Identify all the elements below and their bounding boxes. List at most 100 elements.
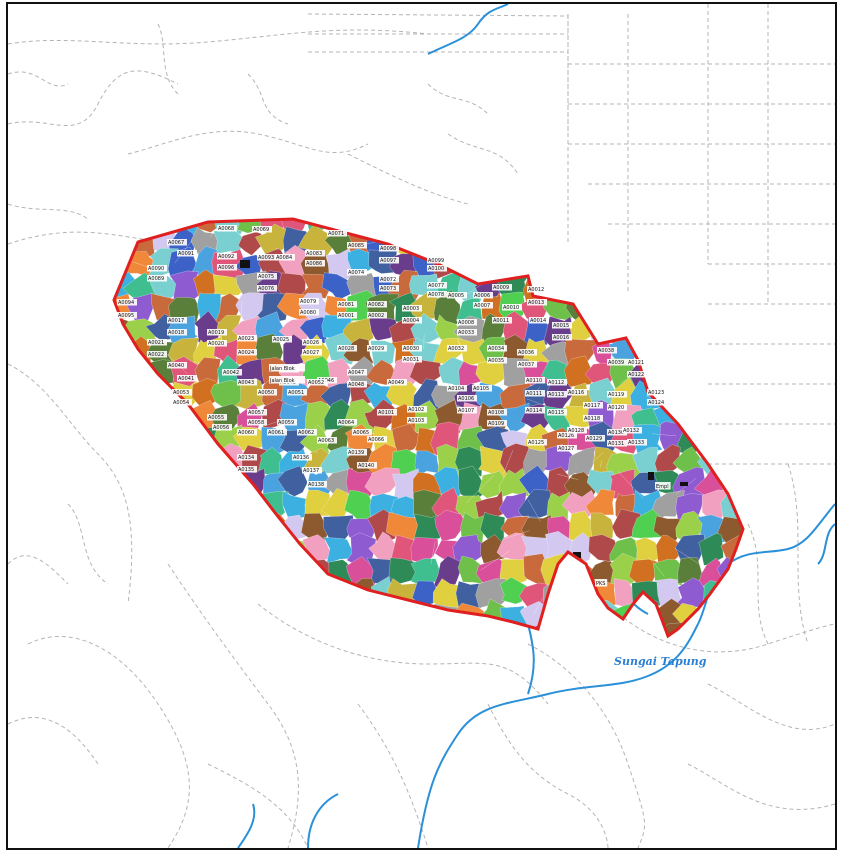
block-label-text: A0068: [218, 226, 234, 232]
block-label-bg: [567, 427, 587, 434]
block-label: A0133: [627, 439, 647, 446]
block-label-text: A0080: [300, 310, 316, 316]
block-label: A0034: [487, 345, 507, 352]
road-segment: [447, 133, 519, 175]
river-segment: [527, 623, 535, 695]
block-label-bg: [267, 429, 287, 436]
field-track: [513, 515, 542, 518]
block-label: A0073: [379, 285, 399, 292]
block-label: A0039: [607, 359, 627, 366]
block-label: A0135: [237, 466, 257, 473]
block-label-text: A0016: [553, 335, 569, 341]
estate-block: [697, 219, 733, 237]
estate-block: [123, 559, 156, 589]
block-label-text: A0108: [488, 410, 504, 416]
block-label: A0129: [585, 435, 605, 442]
block-label-text: A0116: [568, 390, 584, 396]
block-label: A0037: [517, 361, 537, 368]
estate-block: [716, 426, 743, 456]
block-label-bg: [607, 429, 627, 436]
place-label-text: Empl: [656, 484, 669, 490]
block-label: A0091: [177, 250, 197, 257]
estate-block: [166, 469, 203, 501]
estate-block: [544, 219, 572, 238]
road-segment: [67, 503, 109, 585]
block-label: A0108: [487, 409, 507, 416]
block-label-text: A0030: [403, 346, 419, 352]
estate-block: [479, 224, 509, 258]
block-label: A0122: [627, 371, 647, 378]
block-label-bg: [487, 357, 507, 364]
block-label-bg: [252, 226, 272, 233]
field-track: [533, 597, 543, 616]
block-label: A0015: [552, 322, 572, 329]
block-label: A0094: [117, 299, 137, 306]
block-label-text: A0134: [238, 455, 254, 461]
block-label-bg: [302, 467, 322, 474]
block-label: A0021: [147, 339, 167, 346]
estate-block: [144, 556, 178, 587]
block-label-bg: [257, 389, 277, 396]
block-label-text: A0094: [118, 300, 134, 306]
block-label: A0026: [302, 339, 322, 346]
estate-block: [261, 556, 286, 591]
estate-block: [114, 405, 135, 431]
field-track: [692, 358, 711, 373]
road-segment: [747, 523, 769, 645]
block-label-text: A0114: [526, 408, 542, 414]
block-label-text: A0042: [223, 370, 239, 376]
block-label-bg: [305, 260, 325, 267]
road-segment: [8, 363, 133, 605]
estate-block: [128, 423, 159, 457]
field-track: [124, 395, 151, 408]
road-segment: [527, 643, 646, 848]
estate-block: [147, 472, 176, 498]
estate-block: [146, 621, 174, 636]
block-label: A0012: [527, 286, 547, 293]
block-label-bg: [247, 419, 267, 426]
block-label-text: A0008: [458, 320, 474, 326]
block-label-bg: [447, 292, 467, 299]
block-label: A0064: [337, 419, 357, 426]
block-label-bg: [407, 406, 427, 413]
estate-block: [124, 443, 160, 473]
field-track: [120, 540, 146, 572]
block-label: A0117: [583, 402, 603, 409]
block-label: A0127: [557, 445, 577, 452]
block-label-text: A0122: [628, 372, 644, 378]
block-label: A0086: [305, 260, 325, 267]
estate-block: [188, 446, 223, 473]
block-label-text: A0002: [368, 313, 384, 319]
estate-block: [434, 509, 467, 543]
block-label: A0069: [252, 226, 272, 233]
estate-block: [694, 621, 731, 636]
block-label: A0002: [367, 312, 387, 319]
block-label: A0025: [272, 336, 292, 343]
block-label-bg: [177, 375, 197, 382]
block-label-bg: [487, 409, 507, 416]
block-label: A0036: [517, 349, 537, 356]
place-label-bg: [269, 364, 305, 372]
block-label: A0107: [457, 407, 477, 414]
estate-block: [298, 602, 335, 631]
estate-block: [432, 555, 462, 588]
block-label-bg: [525, 390, 545, 397]
place-label-bg: [269, 376, 305, 384]
block-label-bg: [237, 454, 257, 461]
block-label-bg: [367, 301, 387, 308]
estate-block: [497, 219, 530, 238]
block-label-text: A0083: [306, 251, 322, 257]
block-label: A0114: [525, 407, 545, 414]
block-label-bg: [517, 361, 537, 368]
field-track: [314, 451, 318, 453]
estate-block: [123, 513, 154, 542]
block-label-bg: [272, 336, 292, 343]
road-segment: [347, 153, 469, 205]
block-label: A0085: [347, 242, 367, 249]
block-label-text: A0054: [173, 400, 189, 406]
block-label: A0112: [547, 379, 567, 386]
field-track: [732, 392, 743, 409]
block-label: A0075: [257, 273, 277, 280]
estate-block: [720, 446, 743, 481]
